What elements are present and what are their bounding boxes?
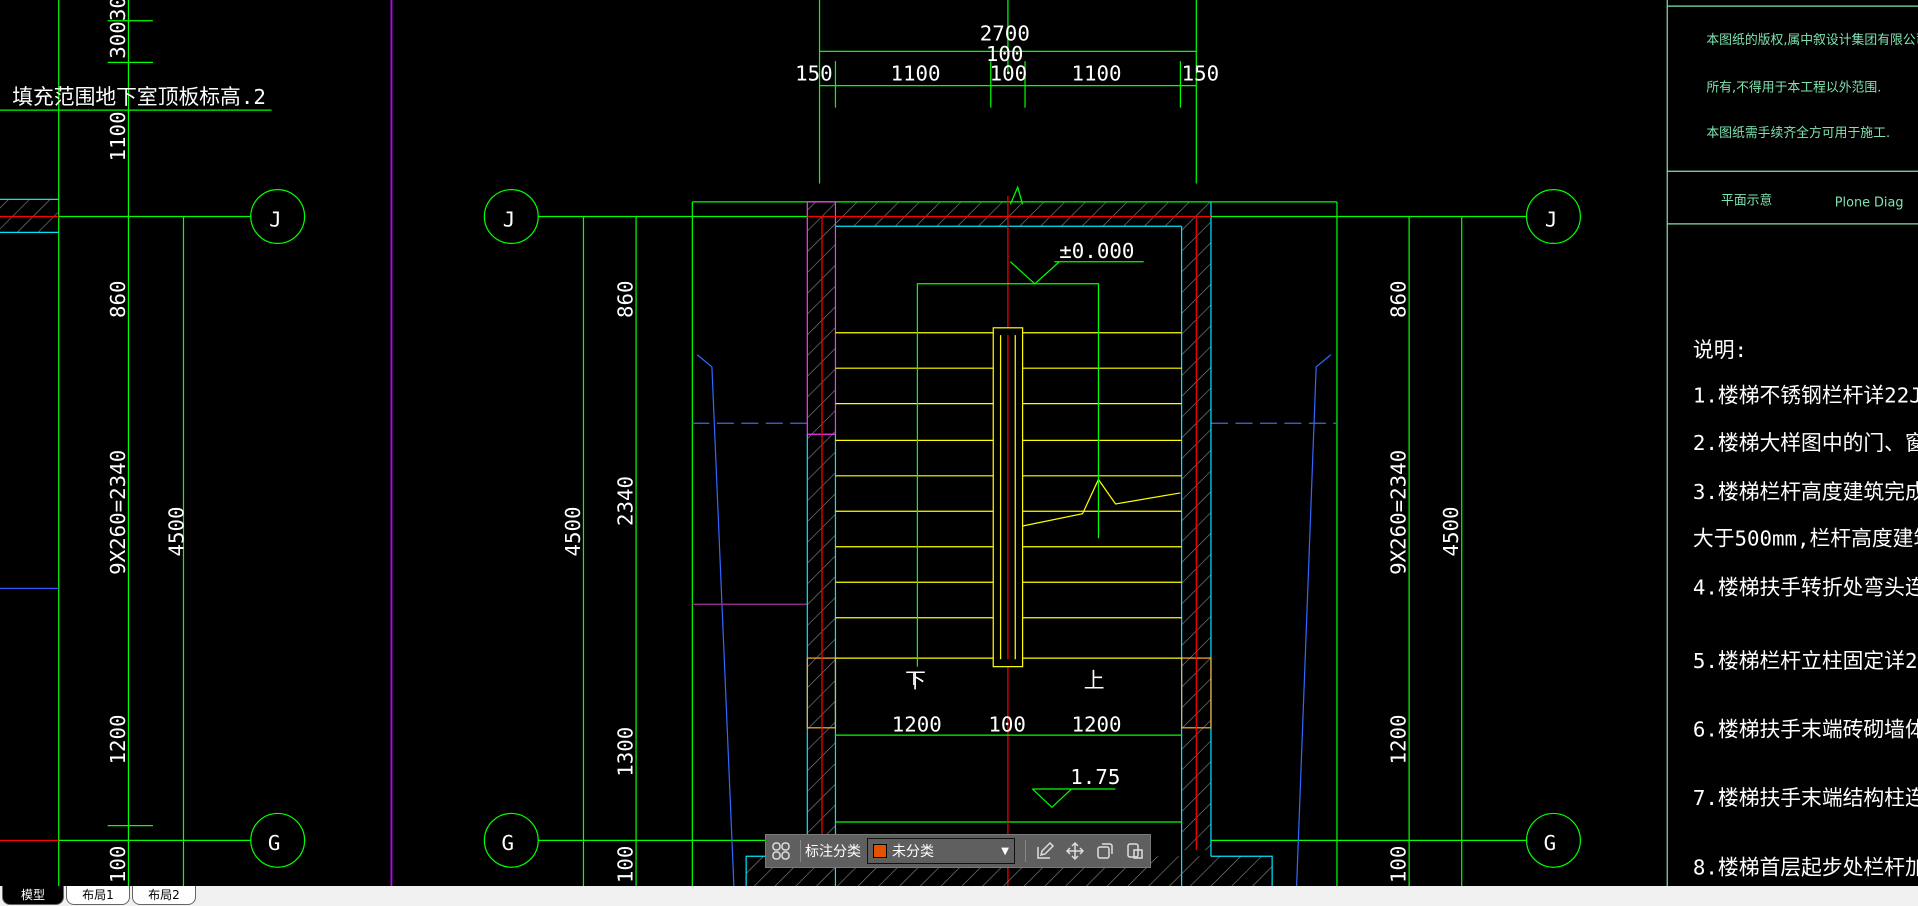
dim-300300: 300300: [106, 0, 130, 59]
dim-1300-mid: 1300: [613, 727, 637, 777]
note-item: 1.楼梯不锈钢栏杆详22J403-1: [1693, 383, 1918, 407]
axis-bubble-j-left: J: [250, 188, 306, 245]
drawing-svg: 填充范围地下室顶板标高.2 300300 1100 860 9X260=2340…: [0, 0, 1918, 887]
axis-bubble-g-right: G: [1525, 812, 1581, 868]
dim-2340-right: 9X260=2340: [1386, 450, 1410, 575]
dim-100-right: 100: [1386, 846, 1410, 884]
dim-860-mid: 860: [613, 280, 637, 318]
divider: [800, 840, 801, 862]
dim-1200-bottom-left: 1200: [892, 712, 942, 736]
category-label: 标注分类: [805, 844, 861, 860]
copyright-line-3: 本图纸需手续齐全方可用于施工.: [1706, 125, 1890, 141]
category-value: 未分类: [892, 844, 934, 860]
elevation-top: ±0.000: [1059, 239, 1134, 263]
note-item: 8.楼梯首层起步处栏杆加强做法详22J: [1693, 856, 1918, 880]
dim-2340: 9X260=2340: [106, 450, 130, 575]
layout-tab-bar: 模型 布局1 布局2: [0, 886, 1918, 906]
note-item: 4.楼梯扶手转折处弯头连接做法详22J: [1693, 575, 1918, 599]
category-select[interactable]: 未分类 ▼: [867, 838, 1015, 864]
copy-icon[interactable]: [1090, 836, 1120, 866]
paste-icon[interactable]: [1120, 836, 1150, 866]
arrow-up-label: 上: [1084, 668, 1105, 692]
axis-bubble-g-left: G: [250, 812, 306, 868]
dim-4500: 4500: [164, 507, 188, 557]
dim-1100: 1100: [106, 111, 130, 161]
tab-layout2[interactable]: 布局2: [132, 886, 196, 905]
svg-text:J: J: [269, 207, 282, 231]
move-icon[interactable]: [1060, 836, 1090, 866]
note-item: 5.楼梯栏杆立柱固定详22J403-1: [1693, 649, 1918, 673]
svg-text:J: J: [503, 207, 516, 231]
note-item: 大于500mm,栏杆高度建筑完成面起不: [1693, 527, 1918, 551]
copyright-line-1: 本图纸的版权,属中叙设计集团有限公司: [1706, 32, 1918, 48]
plan-label: 平面示意: [1721, 192, 1772, 208]
svg-text:J: J: [1545, 207, 1558, 231]
svg-text:G: G: [1544, 831, 1557, 855]
note-item: 7.楼梯扶手末端结构柱连接做法详22J: [1693, 786, 1918, 810]
dim-150-left: 150: [795, 62, 833, 86]
dim-150-right: 150: [1182, 62, 1220, 86]
notes-block: 说明: 1.楼梯不锈钢栏杆详22J403-1 2.楼梯大样图中的门、窗以定位详建…: [1693, 338, 1918, 879]
dim-1200: 1200: [106, 714, 130, 764]
edit-icon[interactable]: [1030, 836, 1060, 866]
dim-100-bottom: 100: [988, 712, 1026, 736]
category-color-swatch: [873, 844, 887, 858]
dim-1200-right: 1200: [1386, 714, 1410, 764]
dim-1100-left: 1100: [890, 62, 940, 86]
fill-range-note: 填充范围地下室顶板标高.2: [12, 85, 266, 109]
plan-label-en: Plone Diag: [1835, 196, 1904, 211]
dim-2340-mid: 2340: [613, 476, 637, 526]
notes-title: 说明:: [1693, 338, 1747, 362]
divider: [1025, 840, 1026, 862]
arrow-down-label: 下: [905, 668, 926, 692]
copyright-line-2: 所有,不得用于本工程以外范围.: [1706, 80, 1881, 96]
grid-menu-icon[interactable]: [766, 836, 796, 866]
dim-100-center: 100: [990, 62, 1028, 86]
annotation-toolbar: 标注分类 未分类 ▼: [765, 834, 1151, 868]
dim-860: 860: [106, 280, 130, 318]
elevation-landing: 1.75: [1070, 765, 1120, 789]
dim-100-mid: 100: [613, 846, 637, 884]
axis-bubble-g-mid: G: [483, 812, 539, 868]
dim-4500-mid: 4500: [561, 507, 585, 557]
tab-model[interactable]: 模型: [2, 886, 64, 905]
tab-layout1[interactable]: 布局1: [66, 886, 130, 905]
dim-860-right: 860: [1386, 280, 1410, 318]
svg-text:G: G: [268, 831, 281, 855]
note-item: 2.楼梯大样图中的门、窗以定位详建筑平: [1693, 431, 1918, 455]
svg-text:G: G: [502, 831, 515, 855]
note-item: 3.楼梯栏杆高度建筑完成面起900mm: [1693, 480, 1918, 504]
dim-100: 100: [106, 846, 130, 884]
dim-4500-right: 4500: [1439, 507, 1463, 557]
axis-bubble-j-right: J: [1525, 188, 1581, 245]
axis-bubble-j-mid: J: [483, 188, 539, 245]
dim-1100-right: 1100: [1072, 62, 1122, 86]
dim-2700: 2700: [980, 21, 1030, 45]
break-line: [1022, 478, 1181, 527]
dim-100-top: 100: [986, 42, 1024, 66]
cad-model-space[interactable]: 填充范围地下室顶板标高.2 300300 1100 860 9X260=2340…: [0, 0, 1918, 887]
note-item: 6.楼梯扶手末端砖砌墙体连接做法详22: [1693, 717, 1918, 741]
chevron-down-icon: ▼: [1001, 845, 1009, 857]
dim-1200-bottom-right: 1200: [1072, 712, 1122, 736]
